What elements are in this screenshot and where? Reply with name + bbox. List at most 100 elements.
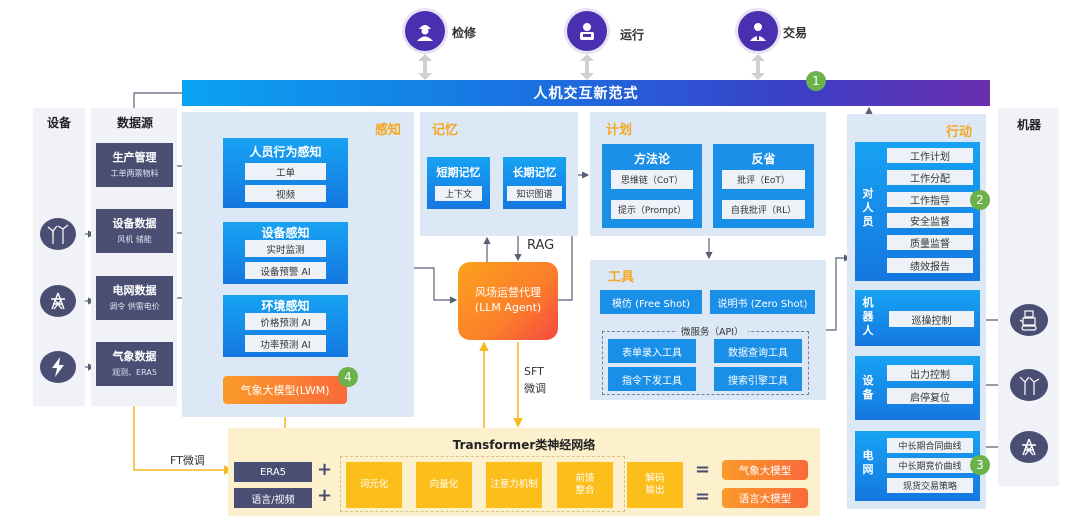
action-item: 巡操控制 <box>889 311 974 327</box>
action-item: 质量监督 <box>887 235 973 250</box>
tool-free-shot[interactable]: 模仿 (Free Shot) <box>600 290 702 314</box>
source-equipment[interactable]: 设备数据 风机 储能 <box>96 209 173 253</box>
plus-icon: + <box>317 485 333 506</box>
group-label: 机器人 <box>862 296 874 337</box>
action-group-robot[interactable]: 机器人 巡操控制 <box>855 290 980 346</box>
microservice-tool[interactable]: 数据查询工具 <box>714 339 802 363</box>
trader-icon <box>738 11 778 51</box>
step-badge-3: 3 <box>970 455 990 475</box>
persona-label: 运行 <box>620 28 645 42</box>
operator-icon <box>567 11 607 51</box>
power-tower-icon <box>1010 431 1048 463</box>
perception-card-environment[interactable]: 环境感知 价格预测 AI 功率预测 AI <box>223 295 348 357</box>
action-title: 行动 <box>946 125 973 140</box>
step-badge-2: 2 <box>970 190 990 210</box>
devices-column-title: 设备 <box>47 116 72 130</box>
output-language-model[interactable]: 语言大模型 <box>722 488 808 508</box>
source-title: 电网数据 <box>112 284 157 297</box>
microservice-tool[interactable]: 指令下发工具 <box>608 367 696 391</box>
machines-column-title: 机器 <box>1017 118 1042 132</box>
card-title: 设备感知 <box>261 226 310 240</box>
transformer-title: Transformer类神经网络 <box>452 438 596 452</box>
action-item: 出力控制 <box>887 365 973 381</box>
sft-label: SFT <box>524 365 544 378</box>
bidirectional-arrow-icon <box>751 54 765 80</box>
plan-item: 自我批评（RL） <box>722 200 805 219</box>
card-title: 长期记忆 <box>512 166 557 179</box>
source-grid[interactable]: 电网数据 调令 供需电价 <box>96 276 173 320</box>
llm-agent[interactable]: 风场运营代理 (LLM Agent) <box>458 262 558 340</box>
card-title: 短期记忆 <box>436 166 481 179</box>
agent-subtitle: (LLM Agent) <box>474 301 542 314</box>
memory-card-long-term[interactable]: 长期记忆 知识图谱 <box>503 157 566 209</box>
action-item: 启停复位 <box>887 388 973 404</box>
transformer-input-era5[interactable]: ERA5 <box>234 462 312 482</box>
source-title: 气象数据 <box>112 350 157 363</box>
equals-icon: = <box>695 486 711 507</box>
memory-title: 记忆 <box>432 123 459 138</box>
action-group-grid[interactable]: 电网 中长期合同曲线 中长期竞价曲线 现货交易策略 <box>855 431 980 501</box>
plan-title: 计划 <box>606 123 633 138</box>
transformer-step: 注意力机制 <box>486 462 542 508</box>
card-title: 方法论 <box>633 152 670 166</box>
output-weather-model[interactable]: 气象大模型 <box>722 460 808 480</box>
action-item: 中长期竞价曲线 <box>887 458 973 473</box>
memory-card-short-term[interactable]: 短期记忆 上下文 <box>427 157 490 209</box>
source-production[interactable]: 生产管理 工单两票物料 <box>96 143 173 187</box>
perception-card-equipment[interactable]: 设备感知 实时监测 设备预警 AI <box>223 222 348 284</box>
sft-finetune-label: 微调 <box>524 382 546 395</box>
robot-icon <box>1010 304 1048 336</box>
group-label: 电网 <box>862 449 874 476</box>
step-badge-1: 1 <box>806 71 826 91</box>
plan-card-methodology[interactable]: 方法论 思维链（CoT） 提示（Prompt） <box>602 144 702 228</box>
interaction-banner: 人机交互新范式 <box>182 80 990 106</box>
action-item: 现货交易策略 <box>887 478 973 493</box>
source-subtitle: 观测、ERA5 <box>112 368 157 377</box>
banner-title: 人机交互新范式 <box>533 86 639 102</box>
transformer-step: 向量化 <box>416 462 472 508</box>
maintenance-worker-icon <box>405 11 445 51</box>
weather-model-lwm[interactable]: 气象大模型(LWM) <box>223 376 347 404</box>
power-tower-icon <box>40 285 76 317</box>
card-title: 环境感知 <box>261 299 310 313</box>
lightning-icon <box>40 351 76 383</box>
microservice-label: 微服务（API） <box>677 324 748 338</box>
source-weather[interactable]: 气象数据 观测、ERA5 <box>96 342 173 386</box>
plan-item: 提示（Prompt） <box>611 200 693 219</box>
plus-icon: + <box>317 459 333 480</box>
tools-title: 工具 <box>608 270 635 285</box>
source-subtitle: 工单两票物料 <box>110 169 159 178</box>
action-group-equipment[interactable]: 设备 出力控制 启停复位 <box>855 356 980 420</box>
perception-item: 功率预测 AI <box>245 335 326 352</box>
ft-finetune-label: FT微调 <box>170 454 205 467</box>
microservice-tool[interactable]: 搜索引擎工具 <box>714 367 802 391</box>
agent-title: 风场运营代理 <box>475 286 541 300</box>
bidirectional-arrow-icon <box>580 54 594 80</box>
perception-item: 价格预测 AI <box>245 313 326 330</box>
persona-label: 交易 <box>783 26 808 40</box>
perception-item: 工单 <box>245 163 326 180</box>
transformer-step: 词元化 <box>346 462 402 508</box>
action-item: 绩效报告 <box>887 258 973 273</box>
perception-title: 感知 <box>375 123 402 138</box>
microservice-tool[interactable]: 表单录入工具 <box>608 339 696 363</box>
bidirectional-arrow-icon <box>418 54 432 80</box>
source-subtitle: 风机 储能 <box>117 235 152 244</box>
transformer-step: 解码输出 <box>627 462 683 508</box>
card-title: 人员行为感知 <box>249 145 322 159</box>
tool-zero-shot[interactable]: 说明书 (Zero Shot) <box>710 290 815 314</box>
perception-item: 实时监测 <box>245 240 326 257</box>
perception-item: 设备预警 AI <box>245 262 326 279</box>
source-title: 设备数据 <box>112 217 157 230</box>
action-group-personnel[interactable]: 对人员 工作计划 工作分配 工作指导 安全监督 质量监督 绩效报告 <box>855 142 980 281</box>
transformer-step: 前馈整合 <box>557 462 613 508</box>
wind-turbine-icon <box>1010 369 1048 401</box>
memory-item: 知识图谱 <box>507 186 562 201</box>
transformer-steps-group <box>340 456 625 512</box>
group-label: 设备 <box>862 374 874 401</box>
perception-item: 视频 <box>245 185 326 202</box>
plan-card-reflection[interactable]: 反省 批评（EoT） 自我批评（RL） <box>713 144 814 228</box>
perception-card-personnel[interactable]: 人员行为感知 工单 视频 <box>223 138 348 208</box>
machines-column <box>998 108 1059 486</box>
transformer-input-language-video[interactable]: 语言/视频 <box>234 488 312 508</box>
